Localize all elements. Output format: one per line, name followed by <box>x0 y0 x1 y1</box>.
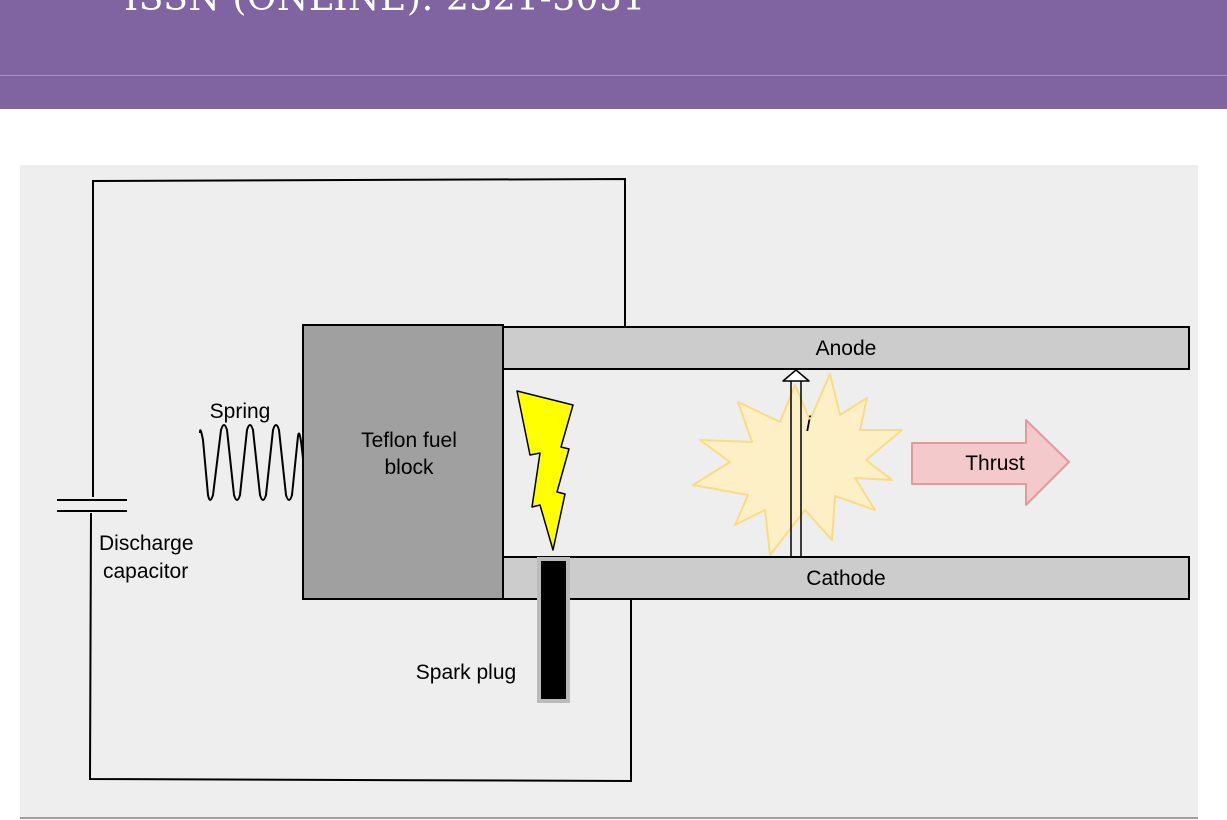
figure-panel <box>20 165 1198 817</box>
journal-issn: ISSN (ONLINE): 2321-3051 <box>124 0 646 19</box>
upper-circuit-wire <box>92 177 626 497</box>
spark-plug <box>541 561 566 699</box>
spark-lightning-icon <box>516 390 574 551</box>
spring-label: Spring <box>210 400 271 423</box>
anode-label: Anode <box>816 337 877 360</box>
current-arrow-head-icon <box>782 369 810 382</box>
current-label: i <box>806 413 812 436</box>
fuel-block-label-line2: block <box>384 456 434 479</box>
capacitor-label-line2: capacitor <box>103 560 188 583</box>
thrust-label: Thrust <box>965 452 1025 475</box>
cathode-label: Cathode <box>806 567 885 590</box>
thrust-arrow-icon <box>911 419 1070 506</box>
header-divider <box>0 75 1227 76</box>
capacitor-label-line1: Discharge <box>99 532 194 555</box>
spring-coil <box>199 424 305 501</box>
fuel-block-label-line1: Teflon fuel <box>361 429 457 452</box>
journal-header-banner: ISSN (ONLINE): 2321-3051 <box>0 0 1227 75</box>
lower-circuit-wire <box>88 512 632 783</box>
spark-plug-label: Spark plug <box>416 661 516 684</box>
anode-plate <box>502 326 1190 370</box>
plasma-burst-icon <box>692 373 903 556</box>
teflon-fuel-block <box>302 324 504 600</box>
header-band <box>0 76 1227 109</box>
